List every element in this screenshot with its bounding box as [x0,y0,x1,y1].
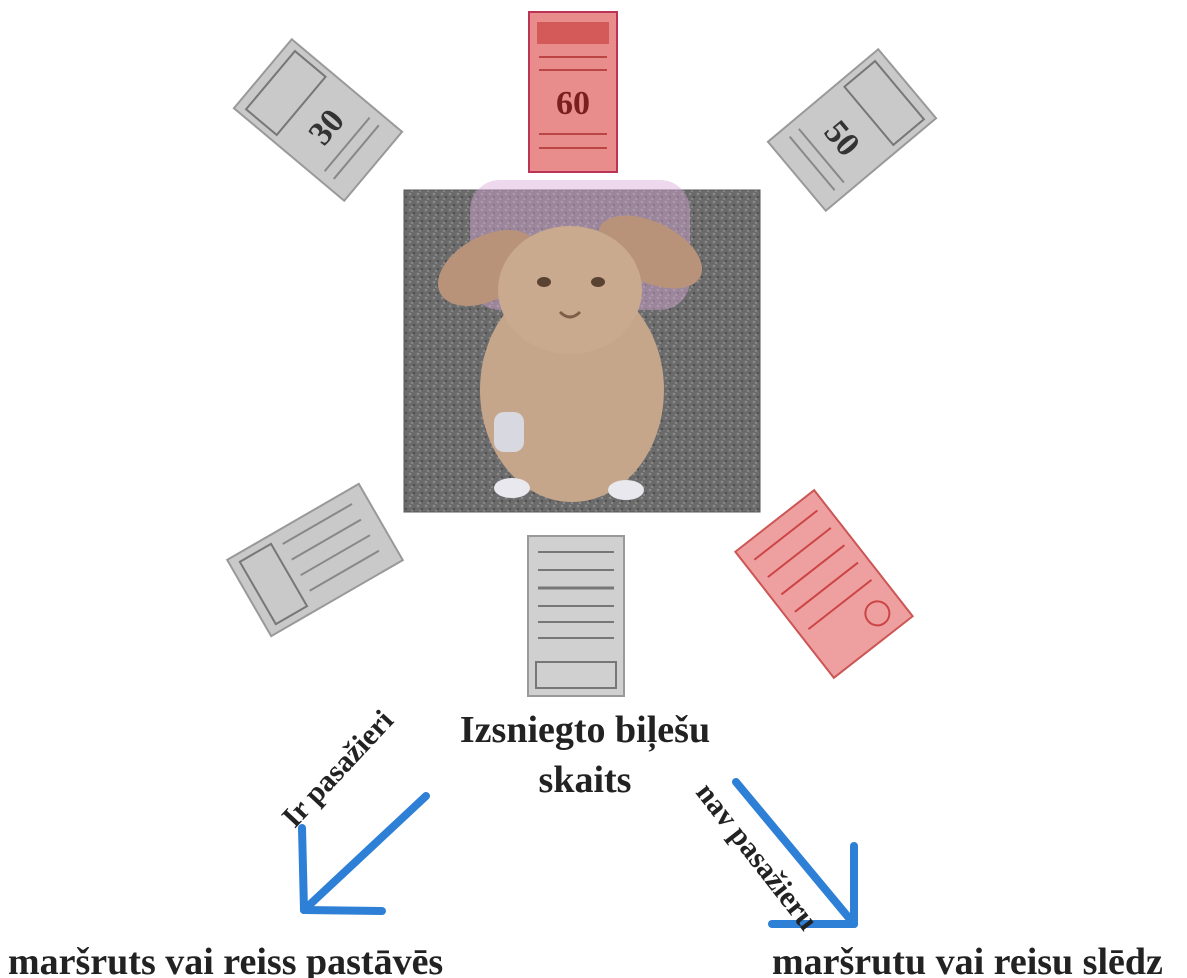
ticket-body [227,484,403,636]
rabbit-paw [494,478,530,498]
outcome-left: maršruts vai reiss pastāvēs [8,940,443,978]
arrow-left [302,796,426,911]
ticket-bottom-right [735,490,912,678]
rabbit-paw [608,480,644,500]
ticket-bottom-left [227,484,403,636]
ticket-top-center: 60 [529,12,617,172]
center-label: Izsniegto biļešu skaits [430,705,740,805]
rabbit-eye [591,277,605,287]
ticket-header [537,22,609,44]
outcome-right: maršrutu vai reisu slēdz [772,940,1163,978]
rabbit-head [498,226,642,354]
ticket-body [528,536,624,696]
ticket-number: 60 [556,85,590,122]
ticket-top-right: 50 [768,49,936,211]
rabbit-photo [404,180,760,512]
arrow-head [302,828,304,910]
arrow-head [304,910,382,911]
ticket-body [735,490,912,678]
arrow-shaft [304,796,426,910]
rabbit-paw [494,412,524,452]
rabbit-eye [537,277,551,287]
ticket-top-left: 30 [234,39,402,201]
ticket-bottom-center [528,536,624,696]
